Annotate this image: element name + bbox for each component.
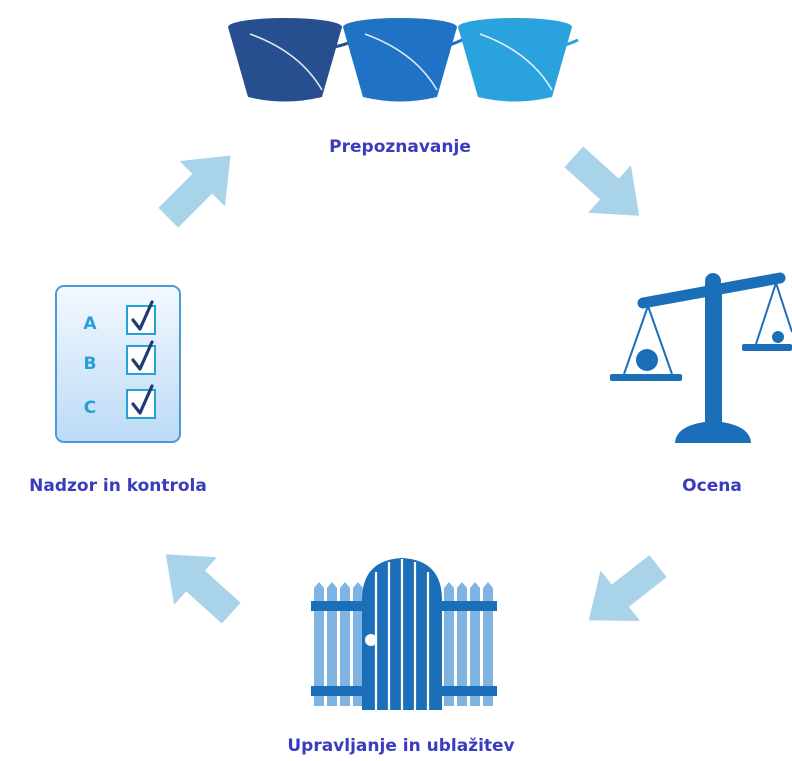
fence-left-icon [311,582,367,706]
checklist-letter-a: A [83,314,97,334]
arrow-to-identification-icon [145,132,254,241]
checklist-icon: A B C [55,285,181,443]
arrow-to-monitoring-icon [144,530,253,637]
checkmark-icon [131,384,154,415]
fence-right-icon [441,582,497,706]
stage-label-identification: Prepoznavanje [329,137,471,157]
stage-label-assessment: Ocena [682,476,742,496]
checkmark-icon [131,340,154,371]
bucket-medium-icon [343,18,463,102]
scales-icon [610,272,792,443]
checklist-item-c: C [84,384,156,419]
gate-door-icon [362,558,442,710]
checklist-item-a: A [83,300,156,335]
bucket-dark-icon [228,18,356,102]
stage-label-management: Upravljanje in ublažitev [287,736,515,756]
stage-label-monitoring: Nadzor in kontrola [29,476,207,496]
arrow-to-assessment-icon [552,133,661,240]
buckets-icon [228,18,579,102]
checkmark-icon [131,300,154,331]
checklist-letter-b: B [84,354,97,374]
bucket-light-icon [458,18,579,102]
checklist-letter-c: C [84,398,96,418]
checklist-item-b: B [84,340,156,375]
arrow-to-management-icon [569,540,678,646]
gate-icon [311,558,497,710]
